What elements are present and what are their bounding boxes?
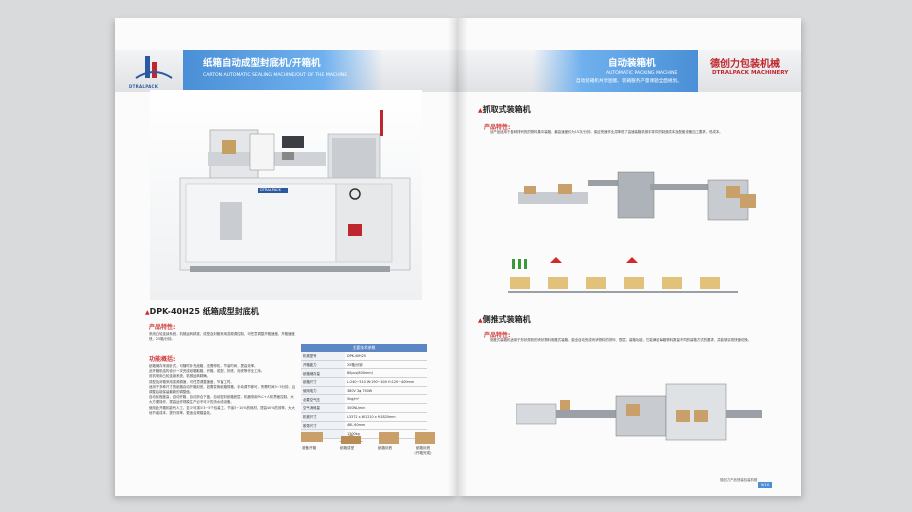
advantages-label: 功能概括: — [149, 356, 176, 363]
section1-text: 该产品适用于各种排列的的物料集中装箱，最高速度约为15次/分钟，保证快速作业并降… — [490, 130, 723, 134]
list-item: 使用此开箱机能代人工，至少可减少3~5个包装工，节省5~10%的耗材，提高40%… — [149, 405, 295, 415]
list-item: 成型及封箱采用变频调速，可任意调整速度，节省工时。 — [149, 379, 234, 384]
side-push-packing-line-icon — [516, 383, 762, 441]
pick-and-place-packing-line-icon — [518, 171, 756, 221]
list-item: 此开箱机结构设计一次完成纸箱取箱、开箱、成型、折底、封底等作业工序。 — [149, 369, 265, 374]
page-subtitle: 自动装箱机共享图版、装箱服务产量课题全面规划。 — [576, 79, 682, 84]
page-title-en: CARTON AUTOMATIC SEALING MACHINE/OUT OF … — [203, 73, 348, 78]
machine-brand-label: DTRALPACK — [260, 188, 281, 192]
section-title: ▲DPK-40H25 纸箱成型封底机 — [145, 307, 259, 316]
carton-sealing-machine-icon — [179, 110, 411, 272]
triangle-icon: ▲ — [145, 309, 150, 316]
left-page: DTRALPACK 纸箱自动成型封底机/开箱机 CARTON AUTOMATIC… — [115, 18, 458, 496]
list-item: 设机采用凸轮连续系统，机械运转精确。 — [149, 374, 211, 379]
section2-text: 侧推式装箱机适用于形状规则的块状物料侧推式装箱，能全自动完成块状物料的排列、叠层… — [490, 338, 752, 342]
list-item: 自动化程度高，自动开箱，自动折合下盖，自动密封纸箱底层，机器采用PLC+人机界面… — [149, 395, 294, 405]
process-step-3: 纸箱封底 — [377, 446, 393, 450]
footer-note: 德创力产品快装包装机械 — [720, 478, 758, 482]
page-title-cn: 自动装箱机 — [608, 58, 656, 69]
section1-label: 产品特性: — [484, 124, 511, 131]
section2-title: ▲侧推式装箱机 — [478, 315, 531, 324]
title-banner — [183, 50, 383, 92]
page-number: 9/10 — [758, 482, 772, 488]
section2-label: 产品特性: — [484, 332, 511, 339]
process-step-1: 准备开箱 — [301, 446, 317, 450]
logo-text: DTRALPACK — [129, 84, 159, 89]
process-step-2: 纸箱成型 — [339, 446, 355, 450]
advantages-list: 纸箱储存采用卧式，可随时补充纸箱，无需停机，节省时间，提高效率。 此开箱机结构设… — [149, 364, 297, 416]
triangle-icon: ▲ — [478, 317, 483, 324]
title-banner — [533, 50, 698, 92]
spec-header: 主要技术参数 — [301, 344, 427, 352]
page-title-cn: 纸箱自动成型封底机/开箱机 — [203, 58, 321, 69]
brand-name-cn: 德创力包装机械 — [710, 59, 780, 70]
triangle-icon: ▲ — [478, 107, 483, 114]
features-text: 采用凸轮连续系统，机械运转精准，成型及封箱采用变频调控制，可任意调整开箱速度，开… — [149, 332, 295, 342]
section1-title: ▲抓取式装箱机 — [478, 105, 531, 114]
dtralpack-logo-icon — [135, 56, 173, 79]
right-page: 自动装箱机 AUTOMATIC PACKING MACHINE 自动装箱机共享图… — [458, 18, 801, 496]
carton-process-icons — [301, 432, 435, 444]
brand-name-en: DTRALPACK MACHINERY — [712, 70, 789, 76]
page-title-en: AUTOMATIC PACKING MACHINE — [606, 71, 678, 76]
features-label: 产品特性: — [149, 324, 176, 331]
process-step-4: 纸箱封底 (开箱完成) — [414, 446, 432, 455]
list-item: 适用于多种尺寸的纸箱自动开箱封底，如需变换纸箱规格，手动调节即可，所需时间3~5… — [149, 384, 296, 395]
list-item: 纸箱储存采用卧式，可随时补充纸箱，无需停机，节省时间，提高效率。 — [149, 364, 258, 368]
book-spine — [448, 18, 468, 496]
machine-photo: DTRALPACK — [150, 90, 422, 300]
packing-steps-diagram-icon — [508, 257, 738, 293]
